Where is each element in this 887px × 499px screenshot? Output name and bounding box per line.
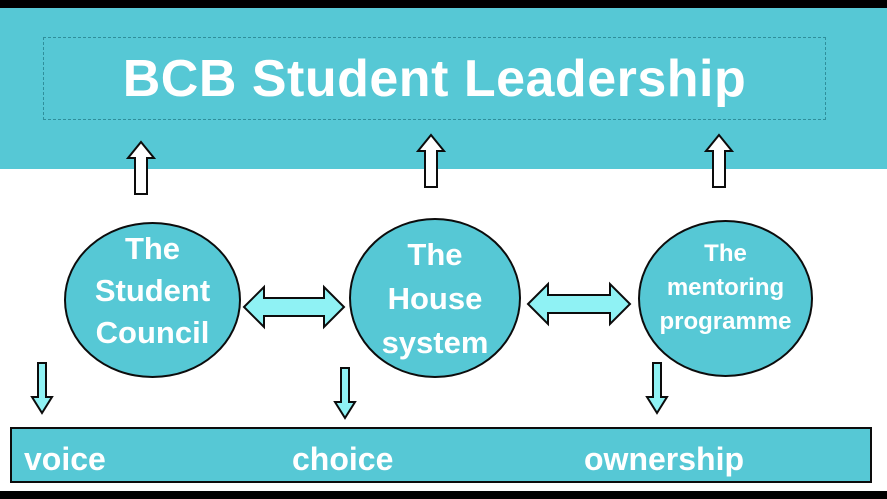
outcome-choice: choice (292, 441, 394, 477)
up-arrow-house-system (415, 133, 447, 188)
node-house-system: The House system (349, 218, 521, 378)
node-label-student-council: The Student Council (94, 231, 211, 350)
up-arrow-mentoring (703, 133, 735, 188)
up-arrow-student-council (125, 140, 157, 195)
node-student-council: The Student Council (64, 222, 241, 378)
down-arrow-ownership (645, 362, 669, 415)
outcome-voice: voice (24, 441, 106, 477)
outcomes-band: voice choice ownership (10, 427, 872, 483)
outcome-ownership: ownership (584, 441, 745, 477)
diagram-title: BCB Student Leadership (122, 49, 747, 108)
down-arrow-voice (30, 362, 54, 415)
node-mentoring-programme: The mentoring programme (638, 220, 813, 377)
double-arrow-council-house (242, 284, 346, 330)
header-band: BCB Student Leadership (0, 8, 887, 169)
node-label-mentoring-programme: The mentoring programme (659, 239, 792, 335)
title-box: BCB Student Leadership (43, 37, 826, 120)
diagram-canvas: BCB Student Leadership The Student Counc… (0, 8, 887, 491)
double-arrow-house-mentoring (526, 281, 632, 327)
down-arrow-choice (333, 367, 357, 420)
node-label-house-system: The House system (381, 237, 489, 360)
